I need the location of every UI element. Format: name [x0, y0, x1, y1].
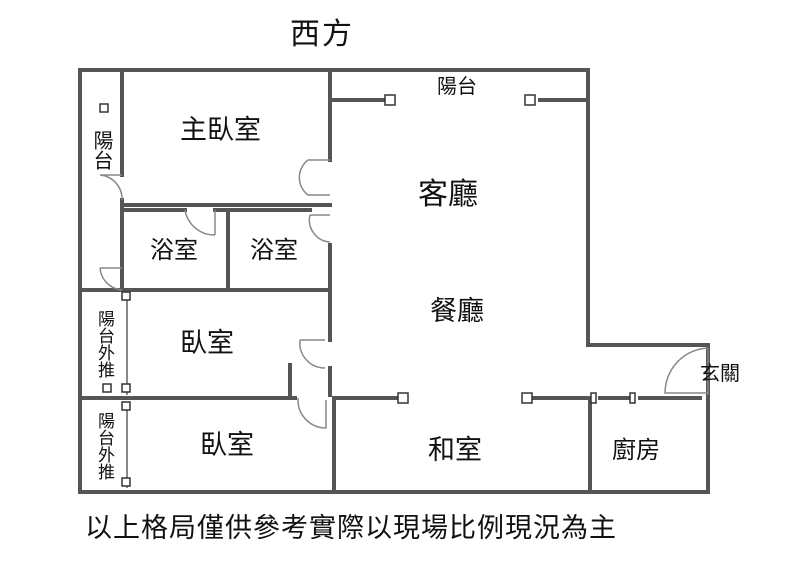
pillar — [384, 94, 396, 106]
door-ext-1 — [99, 267, 123, 291]
pillar — [99, 103, 109, 113]
door-bath-1 — [184, 209, 216, 236]
pillar — [397, 392, 409, 404]
pillar — [590, 392, 597, 404]
room-balcony-ext-1: 陽台外推 — [94, 310, 114, 378]
door-master — [298, 159, 330, 196]
room-tatami: 和室 — [428, 435, 482, 466]
room-living: 客廳 — [418, 177, 478, 212]
pillar — [121, 401, 131, 411]
walls — [78, 68, 710, 494]
room-master-bedroom: 主臥室 — [180, 115, 261, 146]
room-bedroom-2: 臥室 — [200, 430, 254, 461]
pillar — [102, 383, 112, 393]
pillars — [99, 94, 636, 487]
door-bedroom-1 — [299, 339, 326, 369]
pillar — [121, 291, 131, 301]
room-bedroom-1: 臥室 — [180, 328, 234, 359]
outer-wall — [78, 68, 710, 494]
pillar — [524, 94, 536, 106]
disclaimer-footer: 以上格局僅供參考實際以現場比例現況為主 — [85, 513, 617, 544]
room-bath-1: 浴室 — [150, 236, 198, 264]
doors — [99, 159, 709, 429]
door-bedroom-2 — [297, 398, 327, 429]
pillar — [629, 392, 636, 404]
room-dining: 餐廳 — [430, 296, 484, 327]
door-entrance — [664, 347, 709, 395]
pillar — [121, 383, 131, 393]
room-balcony-ext-2: 陽台外推 — [94, 412, 114, 480]
room-balcony-top: 陽台 — [437, 74, 477, 98]
door-balcony-left — [99, 174, 123, 201]
door-bath-2 — [308, 214, 331, 243]
pillar — [521, 392, 533, 404]
room-balcony-left: 陽台 — [90, 130, 114, 170]
room-bath-2: 浴室 — [250, 236, 298, 264]
orientation-title: 西方 — [290, 17, 354, 52]
room-kitchen: 廚房 — [612, 436, 660, 464]
pillar — [121, 477, 131, 487]
room-entrance: 玄關 — [700, 361, 740, 385]
